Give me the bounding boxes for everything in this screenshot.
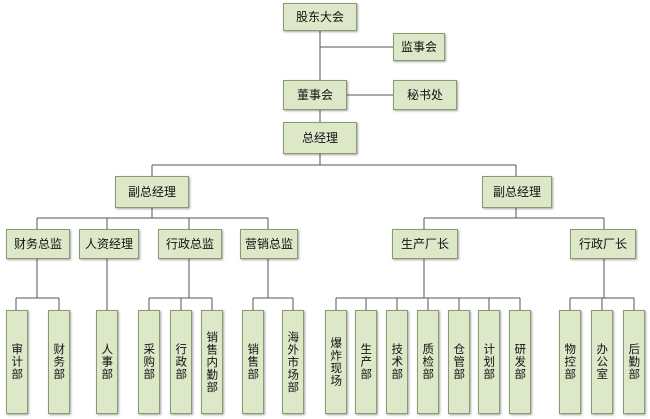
node-shareholders: 股东大会 [283, 3, 357, 31]
node-planning-dept: 计划部 [478, 310, 500, 414]
node-vp-right: 副总经理 [482, 176, 552, 208]
node-logistics-dept: 后勤部 [623, 310, 645, 414]
node-blasting-site: 爆炸现场 [325, 310, 347, 414]
node-sales-dept: 销售部 [242, 310, 264, 414]
node-finance-dept: 财务部 [48, 310, 70, 414]
node-overseas-market-dept: 海外市场部 [282, 310, 304, 414]
node-hr-manager: 人资经理 [79, 229, 139, 259]
node-warehouse-dept: 仓管部 [448, 310, 470, 414]
node-sales-director: 营销总监 [240, 229, 298, 259]
node-finance-director: 财务总监 [6, 229, 70, 259]
node-audit-dept: 审计部 [6, 310, 28, 414]
node-board: 董事会 [283, 80, 347, 110]
node-administration-dept: 行政部 [170, 310, 192, 414]
node-vp-left: 副总经理 [115, 176, 189, 208]
node-admin-director: 行政总监 [158, 229, 222, 259]
node-plant-manager: 生产厂长 [392, 229, 458, 259]
node-purchasing-dept: 采购部 [138, 310, 160, 414]
node-rnd-dept: 研发部 [509, 310, 531, 414]
node-admin-plant-manager: 行政厂长 [570, 229, 636, 259]
node-quality-dept: 质检部 [417, 310, 439, 414]
node-office: 办公室 [591, 310, 613, 414]
node-sales-internal-dept: 销售内勤部 [201, 310, 223, 414]
node-production-dept: 生产部 [355, 310, 377, 414]
node-material-control-dept: 物控部 [559, 310, 581, 414]
node-gm: 总经理 [283, 122, 357, 154]
node-secretariat: 秘书处 [393, 80, 457, 110]
node-technology-dept: 技术部 [386, 310, 408, 414]
node-supervisors: 监事会 [393, 33, 445, 61]
node-personnel-dept: 人事部 [96, 310, 118, 414]
